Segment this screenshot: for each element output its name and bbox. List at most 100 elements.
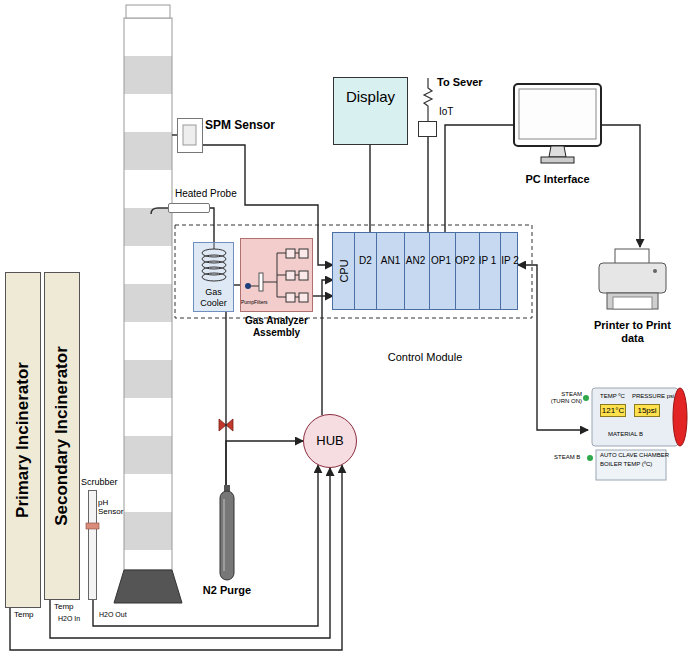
connector-line: [445, 125, 513, 232]
module-slot: IP 1: [475, 233, 501, 309]
panel-text: STEAM (TURN ON): [548, 391, 582, 405]
probe-hook: [151, 208, 168, 214]
connector-line: [518, 265, 588, 430]
autoclave-panel-drawing: [592, 388, 678, 446]
incinerator-label: Primary Incinerator: [13, 362, 33, 518]
cylinder-label: N2 Purge: [203, 584, 251, 597]
panel-text: BOILER TEMP (ºC): [600, 461, 652, 468]
gas-analyzer-box-drawing: [277, 297, 286, 298]
connector-line: [210, 208, 214, 242]
gas-cooler-box: Gas Cooler: [193, 242, 234, 312]
gas-cylinder-drawing: [220, 491, 234, 580]
panel-text: 15psi: [634, 404, 660, 417]
connector-line: [313, 295, 333, 296]
display-label: Display: [346, 88, 395, 105]
printer-icon-drawing: [653, 269, 657, 273]
scrubber-tube-drawing: [86, 523, 99, 529]
hub-label: HUB: [316, 434, 343, 449]
module-label: Control Module: [388, 351, 463, 364]
gas-analyzer-box-drawing: [299, 249, 308, 258]
pc-monitor: PC Interface: [513, 83, 602, 165]
annotation-label: Temp: [54, 602, 74, 611]
connector-line: [225, 312, 226, 485]
gas-cylinder: N2 Purge: [219, 485, 235, 580]
pc-monitor-drawing: [541, 157, 574, 163]
cooler-label: Gas Cooler: [194, 287, 233, 308]
annotation-label: To Sever: [437, 76, 483, 89]
module-slot: AN1: [377, 233, 405, 309]
pc-monitor-drawing: [514, 84, 601, 146]
incinerator-box: Primary Incinerator: [5, 272, 41, 608]
pc-monitor-drawing: [513, 83, 602, 165]
autoclave-panel-drawing: [587, 455, 593, 461]
dashed-enclosure: [175, 225, 532, 318]
module-slot: CPU: [333, 233, 355, 309]
printer-icon: Printer to Print data: [597, 247, 668, 313]
connector-line: [93, 465, 318, 626]
annotation-label: Pump: [241, 300, 254, 306]
pc-label: PC Interface: [525, 173, 589, 186]
analyzer-label: Gas Analyzer Assembly: [235, 315, 319, 338]
gas-analyzer-box-drawing: [259, 273, 263, 291]
iot-module: IoT: [418, 121, 437, 137]
gas-cylinder-drawing: [223, 499, 225, 571]
connector-line: [427, 137, 428, 232]
gas-cylinder-drawing: [219, 485, 235, 580]
gas-analyzer-box-drawing: [263, 282, 277, 283]
gas-analyzer-box-drawing: [286, 249, 295, 258]
connector-line: [369, 145, 370, 232]
module-slot: OP2: [451, 233, 480, 309]
printer-label: Printer to Print data: [583, 319, 683, 344]
annotation-label: pH Sensor: [98, 498, 124, 516]
panel-text: PRESSURE psi: [632, 393, 674, 400]
panel-text: TEMP ºC: [600, 393, 625, 400]
iot-antenna: [424, 78, 432, 121]
gas-analyzer-box-drawing: [277, 275, 286, 276]
panel-text: AUTO CLAVE CHAMBER: [600, 452, 669, 459]
autoclave-panel-drawing: [583, 395, 589, 401]
annotation-label: H2O Out: [99, 611, 127, 619]
display-box: Display: [333, 77, 408, 145]
stack-chimney: [114, 5, 182, 603]
gas-analyzer-box-drawing: [245, 283, 251, 289]
pc-monitor-drawing: [549, 146, 566, 157]
gas-analyzer-box-drawing: [295, 275, 299, 276]
scrubber-tube: Scrubber: [88, 490, 97, 600]
gas-analyzer-box-drawing: [299, 271, 308, 280]
gas-analyzer-box-drawing: [286, 271, 295, 280]
stack-chimney: [114, 570, 182, 603]
spm-sensor-box: SPM Sensor: [177, 118, 203, 153]
connector-line: [50, 468, 330, 638]
dashed-enclosure: [175, 225, 532, 318]
module-slot: IP 2: [497, 233, 523, 309]
module-slot: D2: [355, 233, 377, 309]
slot-label: OP1: [431, 255, 451, 267]
printer-icon-drawing: [599, 263, 666, 293]
heated-probe: Heated Probe: [168, 203, 210, 213]
slot-label: D2: [359, 255, 372, 267]
connector-line: [602, 125, 640, 247]
slot-label: IP 1: [479, 255, 497, 267]
gas-analyzer-box-drawing: [295, 297, 299, 298]
scrubber-tube-drawing: [89, 491, 98, 601]
printer-icon-drawing: [613, 297, 652, 309]
connector-line: [226, 441, 303, 485]
printer-icon-drawing: [607, 293, 658, 309]
panel-text: MATERIAL B: [608, 431, 643, 438]
stack-chimney: [126, 5, 170, 18]
annotation-label: H2O In: [58, 615, 80, 623]
pc-monitor-drawing: [519, 89, 596, 139]
control-module: Control ModuleCPUD2AN1AN2OP1OP2IP 1IP 2: [332, 232, 518, 310]
panel-text: STEAM B: [554, 454, 580, 461]
printer-icon-drawing: [597, 247, 668, 313]
gas-analyzer-box-drawing: [277, 253, 286, 254]
incinerator-box: Secondary Incinerator: [44, 272, 80, 600]
slot-label: IP 2: [501, 255, 519, 267]
module-slot: OP1: [427, 233, 456, 309]
slot-label: AN1: [381, 255, 400, 267]
stack-chimney: [124, 18, 172, 570]
panel-text: 121°C: [600, 404, 626, 417]
annotation-label: Filters: [254, 300, 268, 306]
slot-label: AN2: [406, 255, 425, 267]
gas-cooler-box-drawing: [214, 243, 215, 249]
